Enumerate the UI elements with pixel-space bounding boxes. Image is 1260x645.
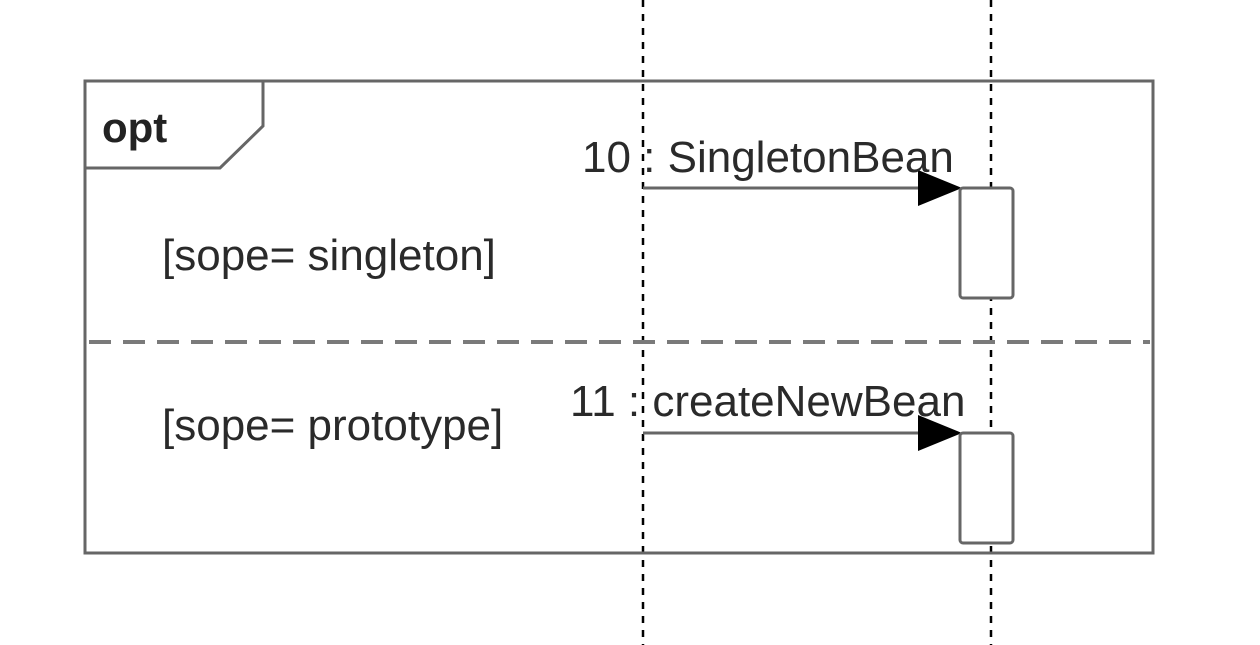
operator-tab [85,79,265,170]
guard-prototype: [sope= prototype] [162,401,503,450]
operator-label: opt [102,104,167,151]
arrowhead-icon [918,415,962,451]
message-label-singletonbean: 10 : SingletonBean [582,133,954,182]
message-label-createnewbean: 11 : createNewBean [570,377,965,426]
activation-bar [958,186,1015,300]
guard-singleton: [sope= singleton] [162,231,496,280]
opt-fragment-frame [83,79,1155,555]
activation-bar [958,431,1015,545]
arrowhead-icon [918,170,962,206]
